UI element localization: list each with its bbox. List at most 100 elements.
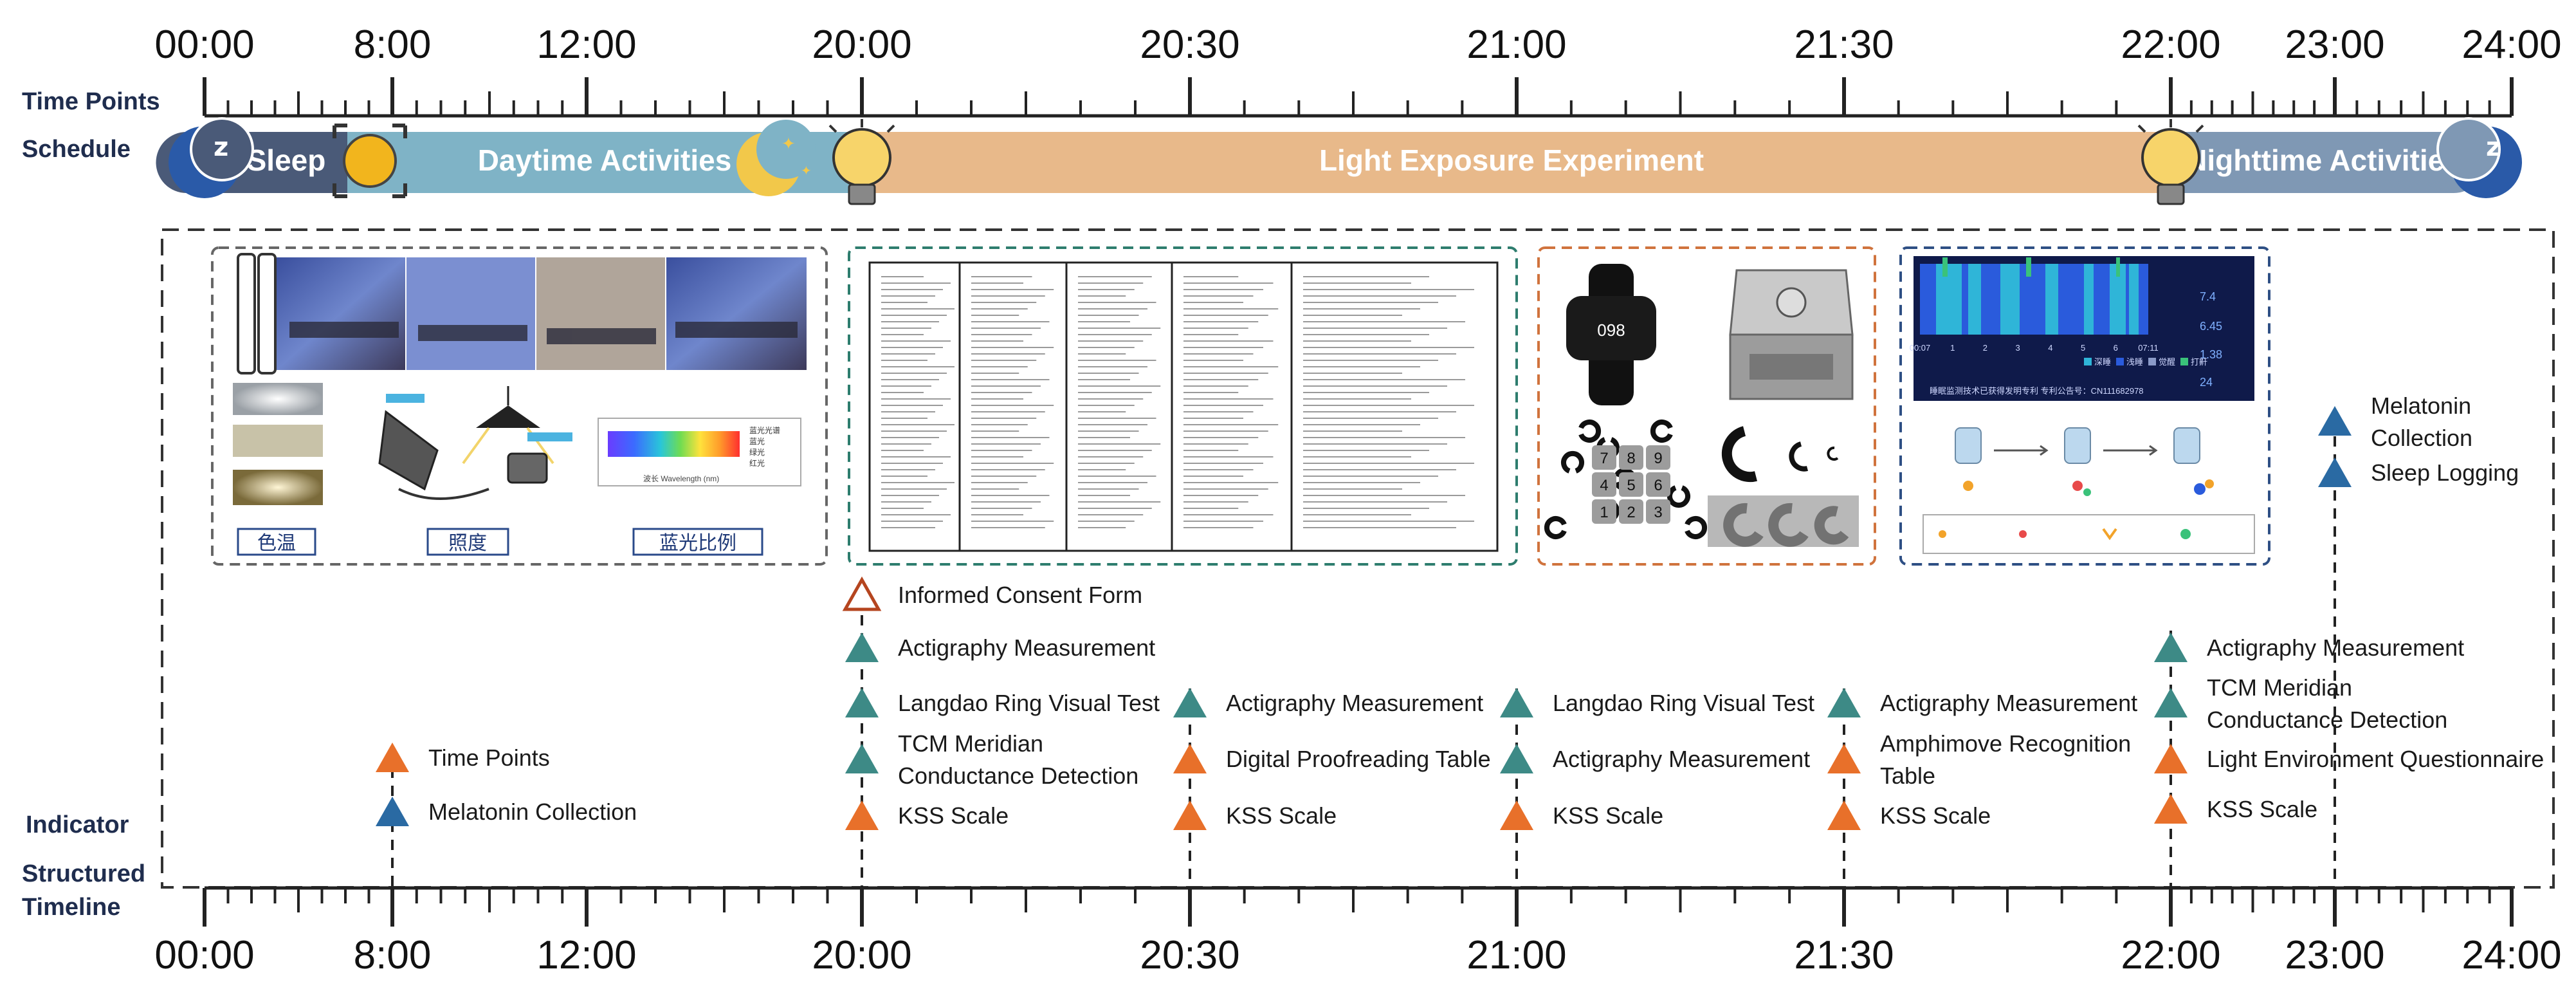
classroom-photo-1	[277, 257, 405, 370]
indicator-label: TCM Meridian	[898, 730, 1043, 757]
indicator-label: Sleep Logging	[2371, 459, 2519, 486]
indicator-label: Actigraphy Measurement	[1880, 690, 2137, 716]
hypnogram-tick-label: 5	[2081, 343, 2085, 353]
keypad-key-label: 6	[1654, 477, 1662, 494]
indicator-item: Langdao Ring Visual Test	[1500, 688, 1814, 717]
monitor-value-2: 1.38	[2200, 348, 2222, 361]
hypnogram-segment	[1968, 264, 1981, 335]
keypad-key	[1646, 472, 1670, 497]
keypad-key	[1592, 499, 1616, 524]
spectrum-legend-2: 绿光	[749, 447, 765, 457]
schedule-row-label: Schedule	[22, 136, 131, 163]
keypad-key-label: 2	[1627, 504, 1635, 521]
melatonin-workflow	[1923, 427, 2255, 554]
landolt-ring	[1685, 516, 1707, 539]
svg-text:✦: ✦	[781, 134, 796, 154]
questionnaire-page	[1290, 261, 1499, 552]
indicator-item: Digital Proofreading Table	[1173, 744, 1491, 773]
moon-sleep-icon-right: z	[2436, 117, 2522, 198]
light-bulb-icon-end	[2137, 119, 2204, 205]
light-exposure-segment	[862, 132, 2171, 193]
indicator-label: KSS Scale	[898, 802, 1009, 829]
classroom-photo-2	[406, 257, 535, 370]
time-tick-label: 22:00	[2121, 933, 2220, 977]
keypad-key	[1646, 445, 1670, 470]
hypnogram-spike	[2116, 257, 2120, 277]
hypnogram-spike	[2026, 257, 2031, 277]
orange-triangle-marker	[1173, 744, 1207, 773]
lux-meter-illustration	[378, 386, 572, 500]
indicator-item: Melatonin Collection	[376, 797, 637, 826]
hypnogram-tick-label: 6	[2114, 343, 2118, 353]
hypnogram-tick-label: 2	[1983, 343, 1987, 353]
time-tick-label: 21:30	[1794, 933, 1894, 977]
logo-column	[237, 253, 277, 374]
questionnaire-page	[1065, 261, 1180, 552]
teal-triangle-marker	[1173, 688, 1207, 717]
hypnogram-segment	[1936, 264, 1962, 335]
structured-timeline-label-line1: Structured	[22, 860, 145, 887]
daytime-segment-label: Daytime Activities	[478, 143, 732, 177]
spectrum-legend-0: 蓝光光谱	[749, 426, 780, 435]
indicator-label: TCM Meridian	[2207, 674, 2352, 701]
top-axis-minor-ticks	[226, 91, 2491, 116]
time-tick-label: 20:00	[812, 23, 911, 67]
light-exposure-segment-label: Light Exposure Experiment	[1319, 143, 1704, 177]
legend-deep-sleep: 深睡	[2094, 357, 2111, 367]
time-tick-label: 21:00	[1466, 933, 1566, 977]
landolt-ring	[1667, 485, 1690, 508]
indicator-item: Light Environment Questionnaire	[2154, 744, 2544, 773]
indicator-label: Amphimove Recognition	[1880, 730, 2131, 757]
svg-text:✦: ✦	[801, 163, 812, 178]
landolt-ring	[1578, 420, 1601, 443]
teal-triangle-marker	[845, 633, 879, 662]
teal-triangle-marker	[1500, 688, 1533, 717]
lamp-neutral-tile	[233, 425, 323, 457]
sun-icon	[333, 124, 407, 198]
spectrum-legend-3: 红光	[749, 458, 765, 468]
legend-awake: 觉醒	[2159, 357, 2175, 367]
hypnogram-segment	[2045, 264, 2058, 335]
time-tick-label: 23:00	[2285, 23, 2384, 67]
indicator-label: Actigraphy Measurement	[898, 634, 1155, 661]
indicator-label: Actigraphy Measurement	[1553, 746, 1810, 772]
orange-triangle-marker	[2154, 744, 2188, 773]
nighttime-segment-label: Nighttime Activities	[2186, 143, 2461, 177]
actigraphy-watch-icon: 098	[1566, 264, 1656, 405]
time-tick-label: 24:00	[2462, 23, 2561, 67]
landolt-ring	[1544, 516, 1567, 539]
bottom-axis-minor-ticks	[226, 888, 2491, 912]
teal-triangle-marker	[845, 744, 879, 773]
hypnogram-tick-label: 00:07	[1910, 343, 1931, 353]
hypnogram-segment	[2000, 264, 2020, 335]
hypnogram-chart	[1920, 257, 2148, 335]
moon-evening-icon: ✦ ✦	[736, 120, 816, 196]
hypnogram-tick-label: 1	[1950, 343, 1955, 353]
indicator-label: Actigraphy Measurement	[2207, 634, 2464, 661]
spectrum-axis-caption: 波长 Wavelength (nm)	[643, 474, 719, 483]
hypnogram-spike	[1942, 257, 1948, 277]
monitor-value-3: 24	[2200, 376, 2213, 389]
legend-snoring: 打鼾	[2191, 357, 2207, 367]
indicator-item: Actigraphy Measurement	[2154, 633, 2464, 662]
hypnogram-tick-label: 07:11	[2138, 343, 2159, 353]
hypnogram-segment	[2084, 264, 2094, 335]
questionnaire-panel	[848, 246, 1518, 566]
questionnaire-page	[958, 261, 1073, 552]
time-tick-label: 20:30	[1140, 933, 1239, 977]
indicator-label: KSS Scale	[1226, 802, 1337, 829]
blue-light-ratio-caption: 蓝光比例	[659, 533, 736, 554]
spectrum-chart: 波长 Wavelength (nm) 蓝光光谱 蓝光 绿光 红光	[598, 418, 801, 486]
indicator-label: Informed Consent Form	[898, 582, 1142, 608]
indicator-item: KSS Scale	[1500, 800, 1663, 830]
hypnogram-tick-label: 3	[2016, 343, 2020, 353]
monitor-value-1: 6.45	[2200, 320, 2222, 333]
time-tick-label: 12:00	[536, 933, 636, 977]
lamp-cool-tile	[233, 383, 323, 415]
time-tick-label: 23:00	[2285, 933, 2384, 977]
patent-footer: 睡眠监测技术已获得发明专利 专利公告号：CN111682978	[1930, 386, 2144, 396]
